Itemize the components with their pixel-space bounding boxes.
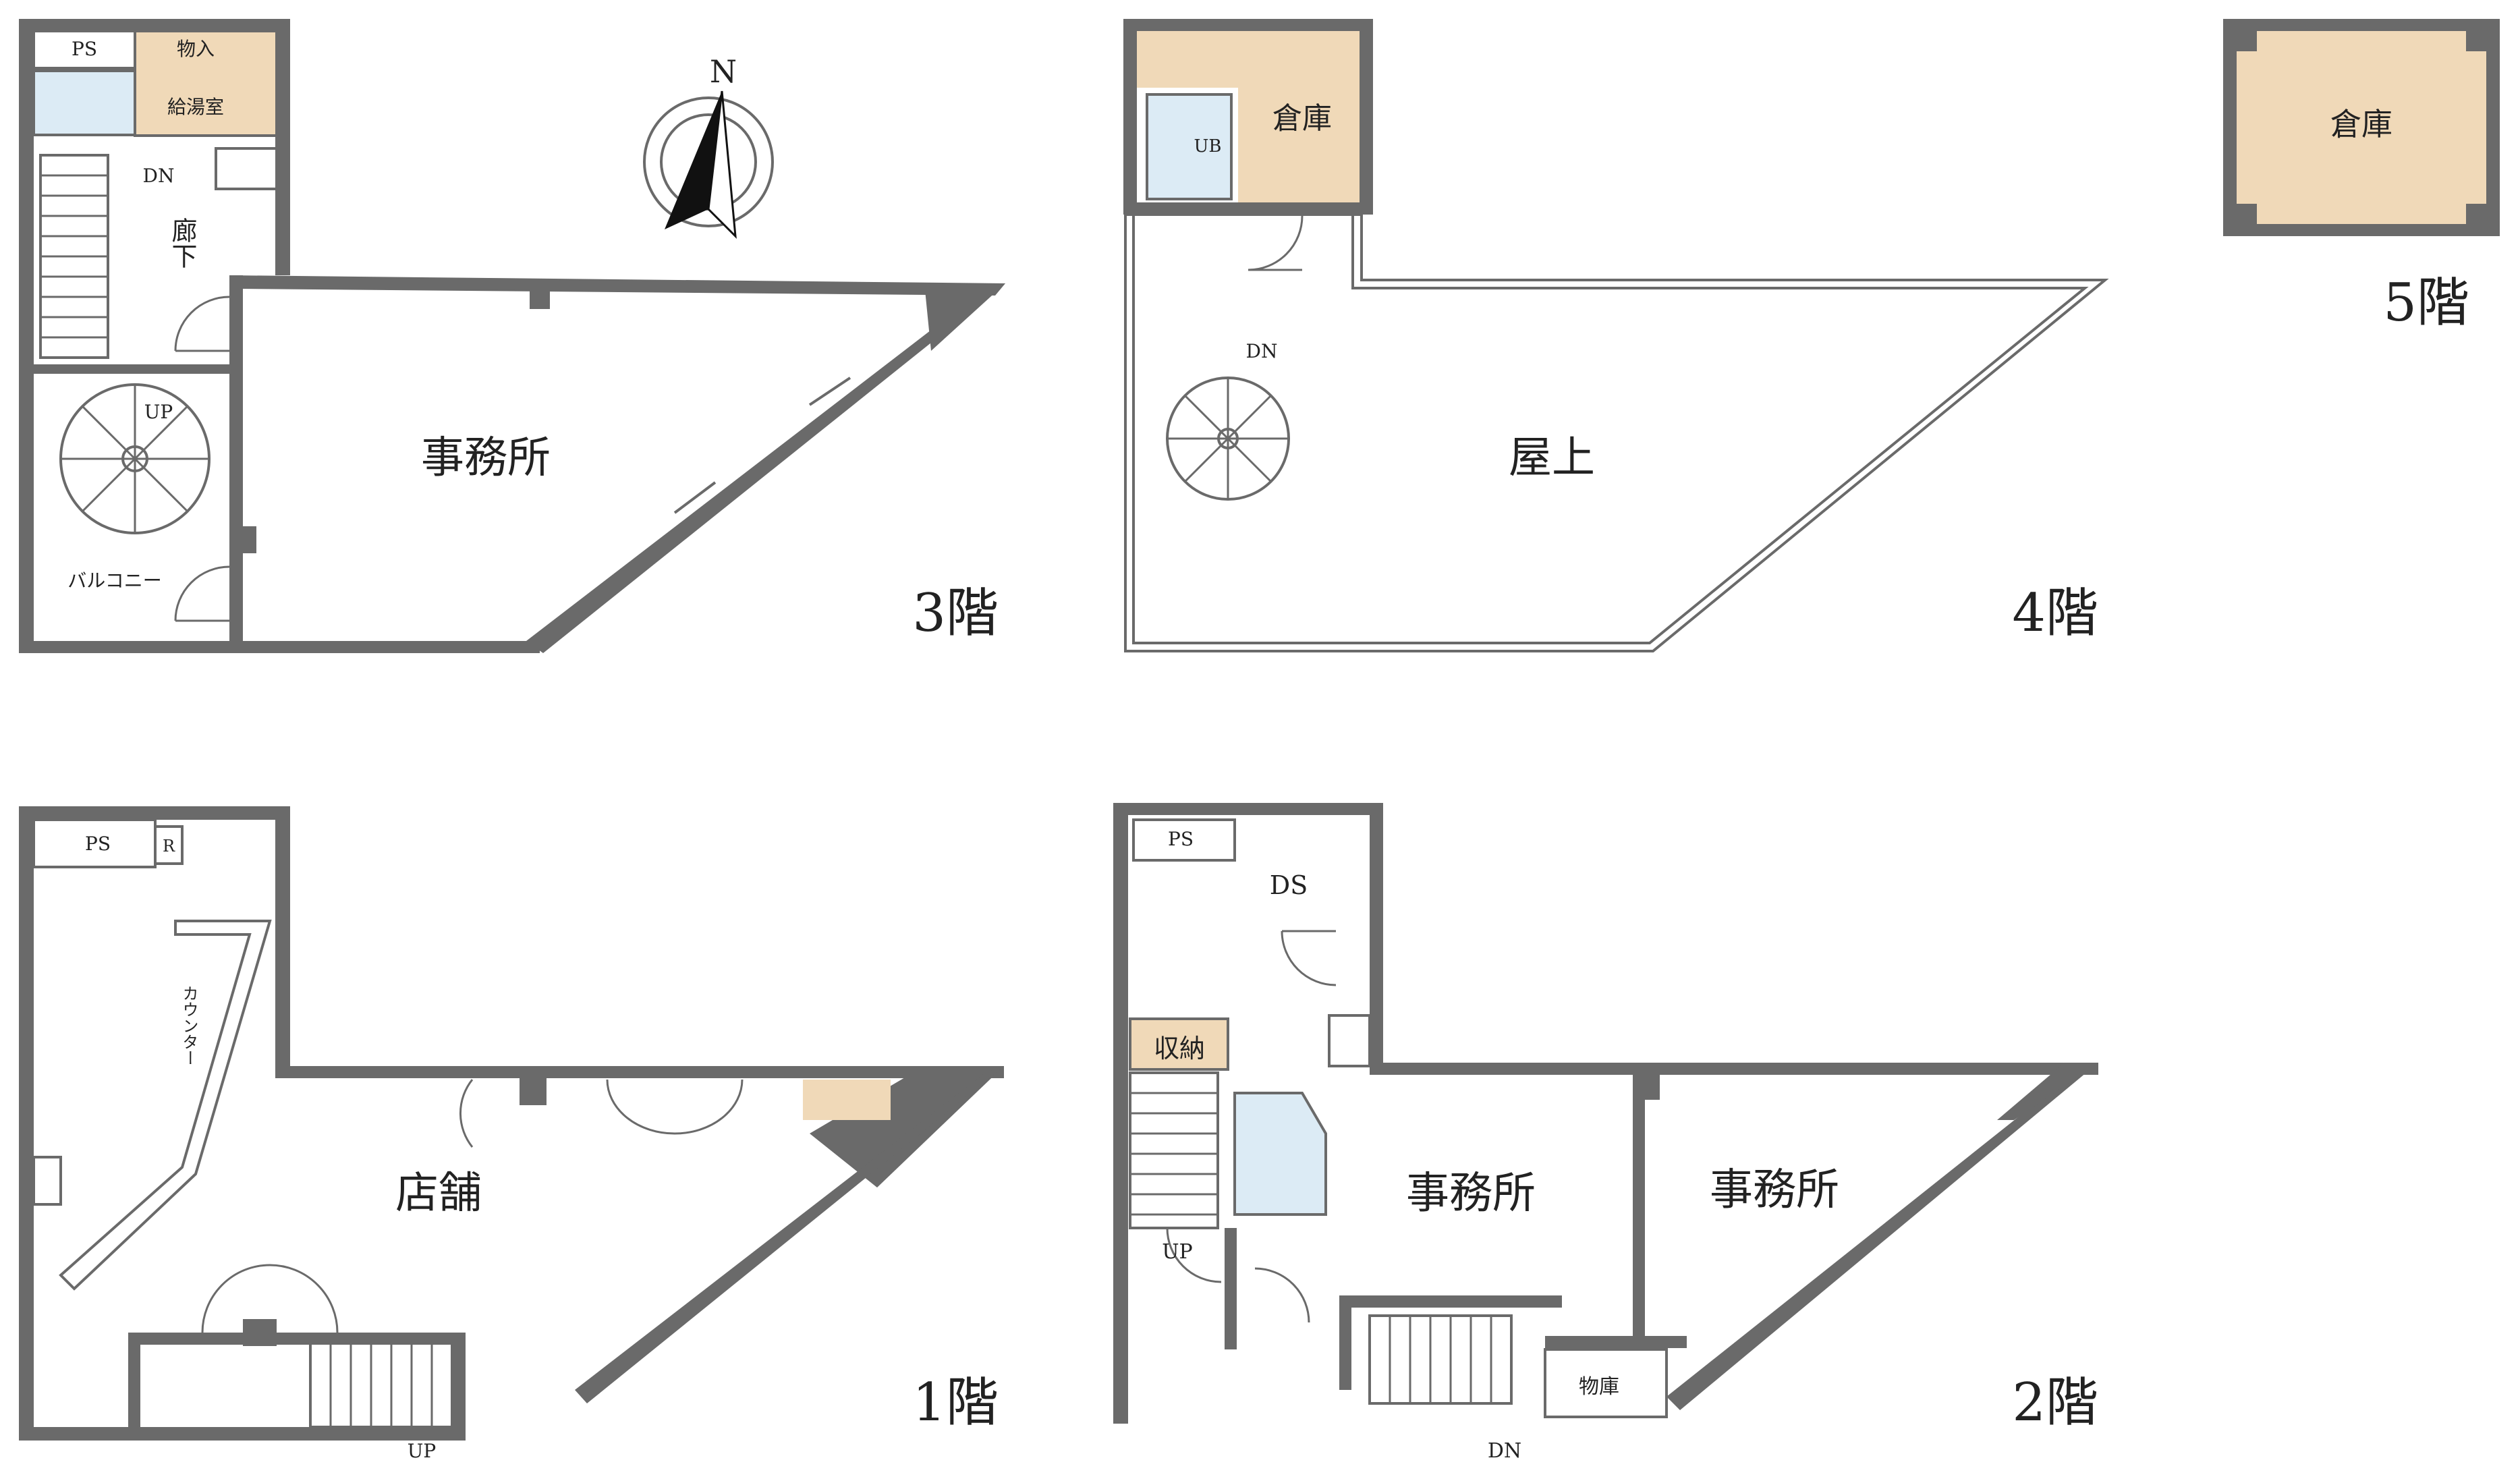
- 4f-ub-label: UB: [1194, 136, 1221, 157]
- 2f-office-b-label: 事務所: [1710, 1165, 1839, 1215]
- floor-1f: 店舗 カウンター PS R UP 1階: [19, 806, 1004, 1462]
- 3f-up-label: UP: [144, 401, 173, 423]
- 3f-floor-label: 3階: [912, 583, 999, 644]
- 1f-r-label: R: [163, 837, 175, 856]
- 2f-dn-label: DN: [1488, 1439, 1521, 1463]
- 2f-ps-label: PS: [1168, 828, 1194, 850]
- 2f-storeroom-label: 物庫: [1579, 1375, 1619, 1399]
- 3f-ps-label: PS: [72, 38, 97, 60]
- 2f-office-a-label: 事務所: [1406, 1169, 1536, 1219]
- 3f-kitchen-label: 給湯室: [167, 96, 224, 118]
- 1f-shop-label: 店舗: [395, 1169, 482, 1219]
- 4f-rooftop-label: 屋上: [1509, 433, 1595, 483]
- floor-3f: 事務所 廊下 バルコニー PS 物入 給湯室 DN UP 3階: [19, 19, 1005, 653]
- 1f-up-label: UP: [408, 1440, 436, 1462]
- 1f-floor-label: 1階: [912, 1372, 999, 1433]
- 5f-floor-label: 5階: [2383, 273, 2469, 333]
- 4f-dn-label: DN: [1246, 340, 1278, 362]
- floor-2f: 事務所 事務所 PS DS 収納 物庫 UP DN 2階: [1113, 803, 2098, 1463]
- 2f-closet-label: 収納: [1154, 1034, 1205, 1063]
- 3f-dn-label: DN: [143, 165, 175, 187]
- floor-5f: 倉庫 5階: [2223, 19, 2500, 333]
- 2f-up-label: UP: [1162, 1240, 1192, 1264]
- 3f-storage-label: 物入: [177, 38, 215, 60]
- floor-4f: 屋上 倉庫 UB DN 4階: [1123, 19, 2109, 652]
- 1f-counter-label: カウンター: [179, 985, 198, 1066]
- 5f-warehouse-label: 倉庫: [2330, 106, 2392, 142]
- 4f-floor-label: 4階: [2012, 583, 2098, 644]
- 4f-warehouse-label: 倉庫: [1272, 101, 1332, 136]
- 3f-corridor-label: 廊下: [167, 217, 197, 269]
- compass-north-label: N: [710, 53, 737, 90]
- 3f-office-label: 事務所: [421, 433, 551, 483]
- north-compass: N: [643, 53, 774, 239]
- 3f-balcony-label: バルコニー: [67, 569, 161, 592]
- 2f-floor-label: 2階: [2012, 1372, 2098, 1433]
- 2f-ds-label: DS: [1270, 870, 1308, 900]
- 1f-ps-label: PS: [85, 833, 111, 855]
